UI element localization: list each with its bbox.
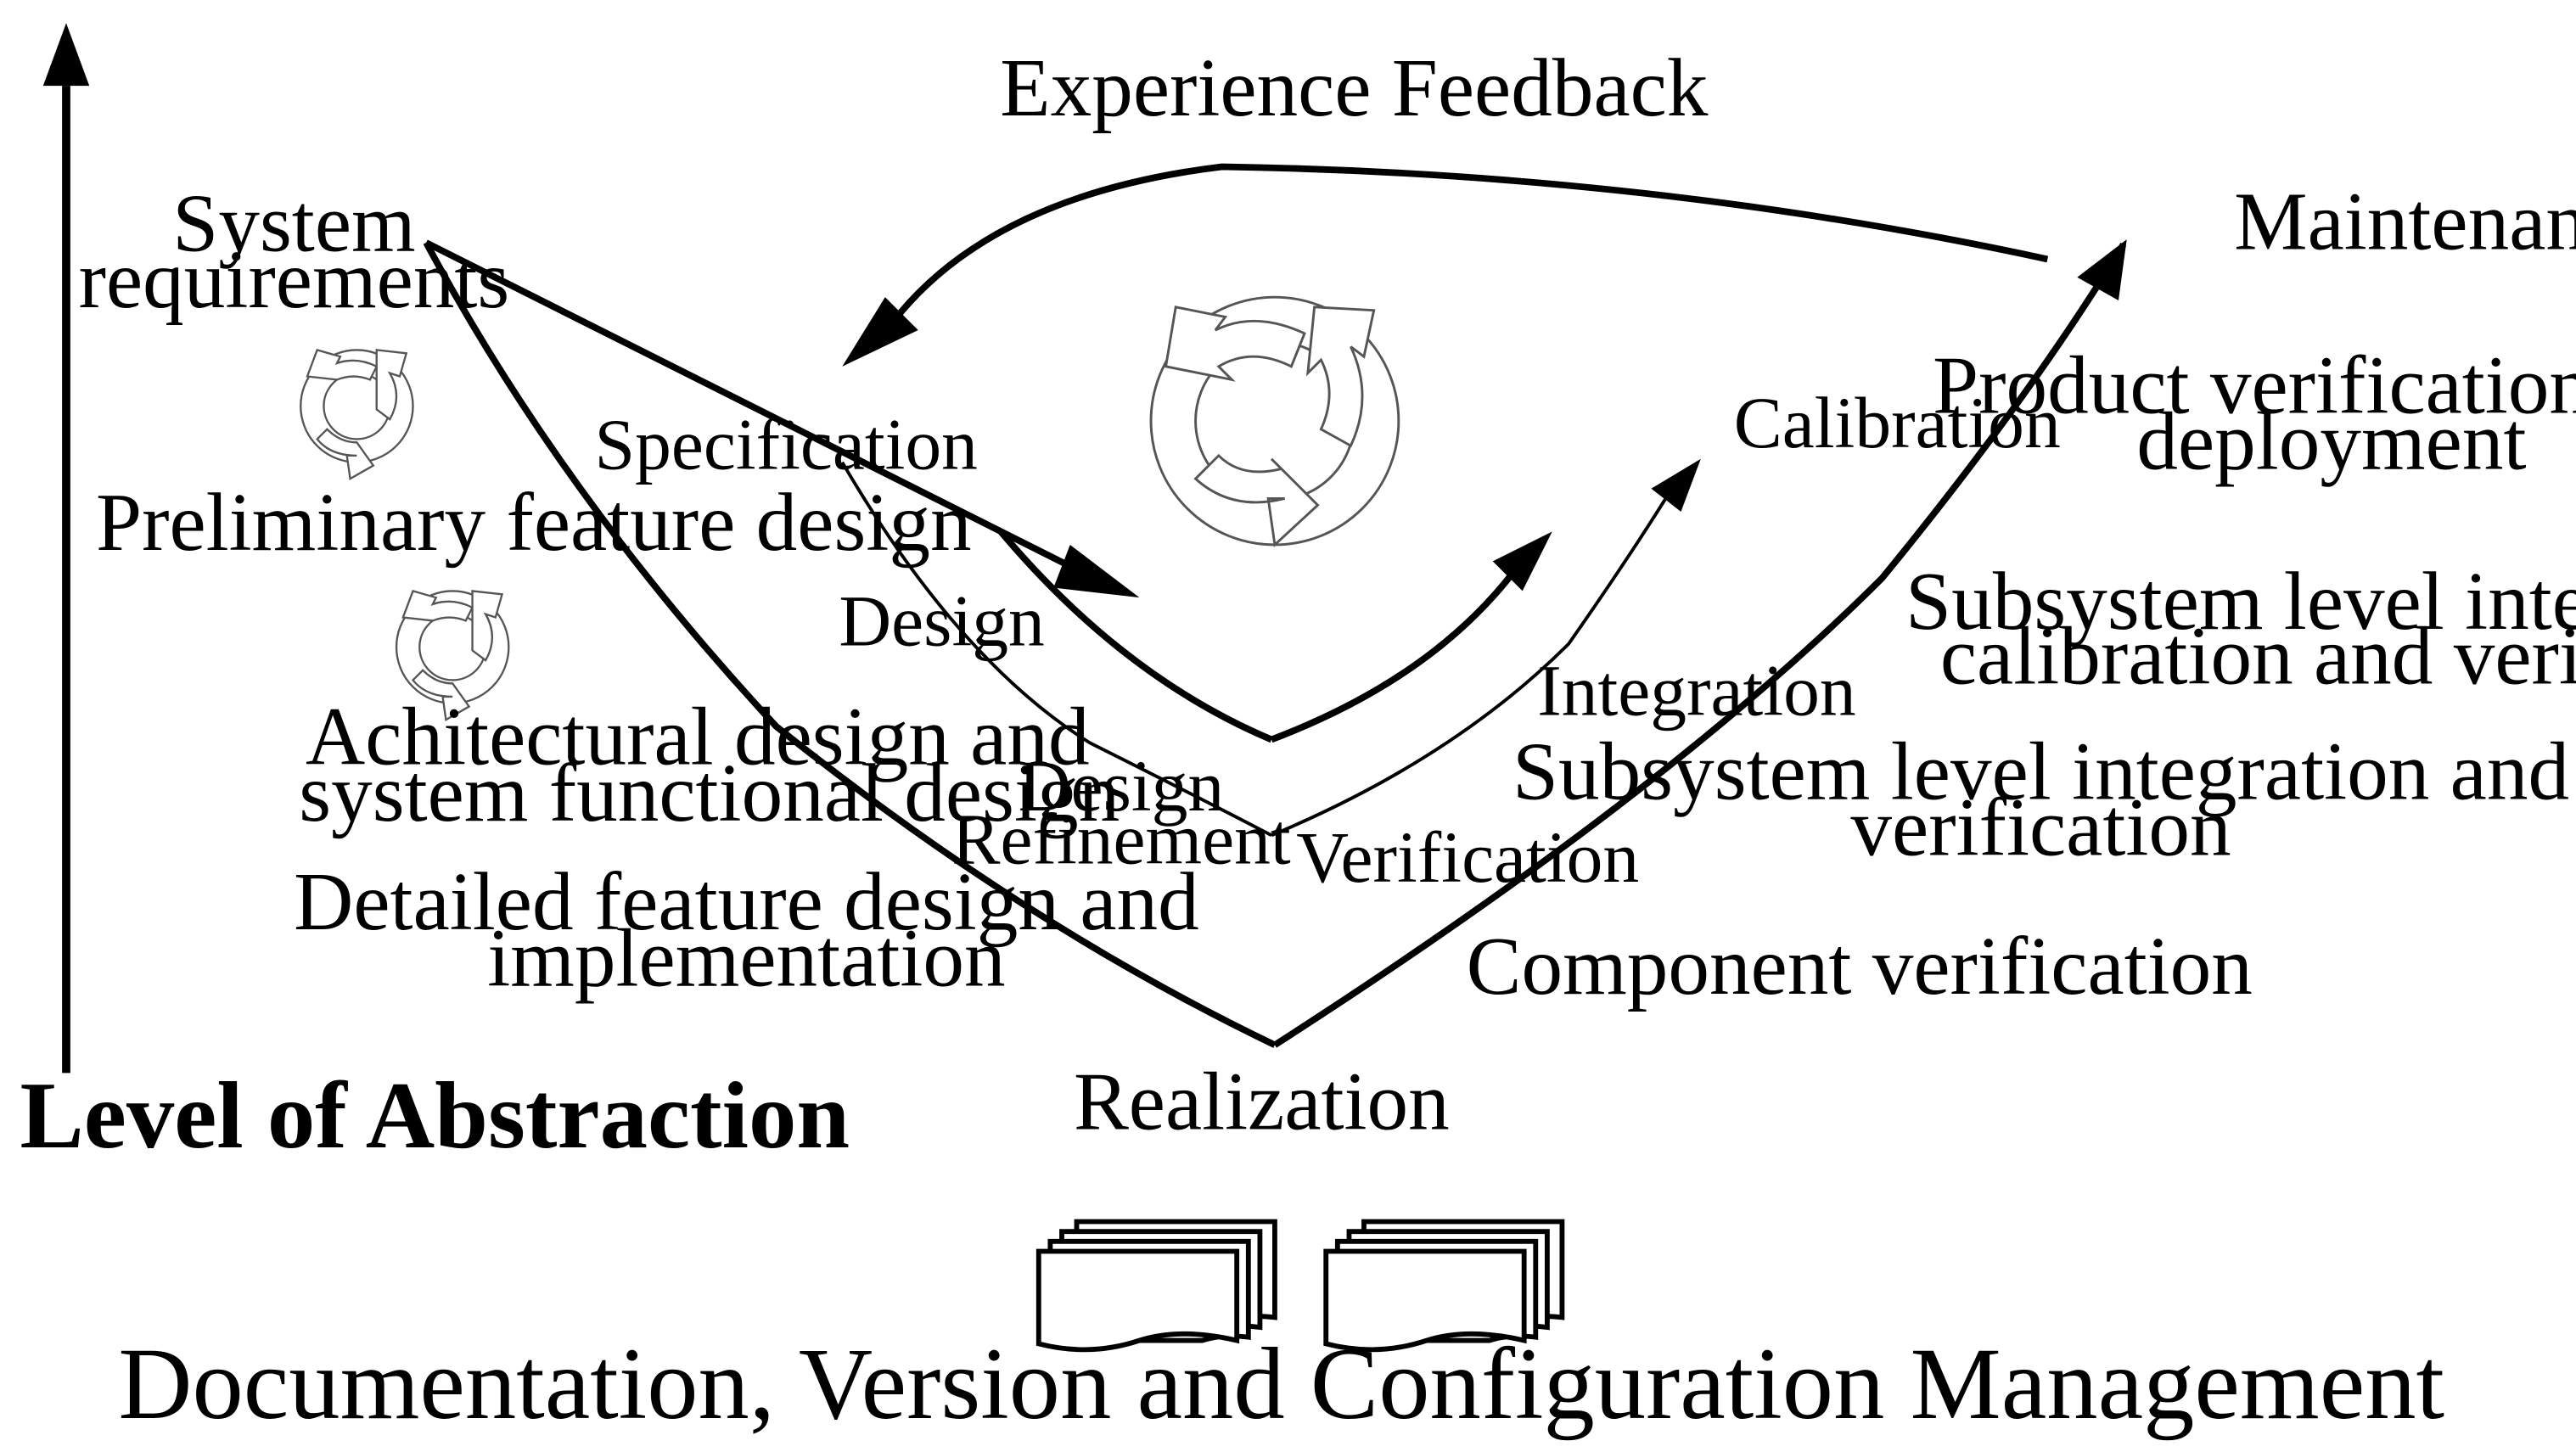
specification-arrowhead-icon (1053, 544, 1140, 598)
detailed-feature-design-label-2: implementation (487, 912, 1005, 1004)
specification-arrow (424, 239, 1140, 598)
inner-v (998, 529, 1552, 743)
axis-arrowhead-icon (42, 23, 90, 87)
subsystem-integration-test-label-1: Subsystem level integration test (1905, 556, 2576, 648)
verification-label: Verification (1296, 817, 1639, 898)
architectural-design-label-1: Achitectural design and (306, 692, 1090, 783)
preliminary-feature-design-label: Preliminary feature design (96, 477, 972, 569)
middle-v (840, 458, 1701, 838)
design-refinement-label-2: Refinement (951, 799, 1290, 879)
maintenance-arrowhead-icon (2077, 239, 2127, 301)
component-verification-label: Component verification (1467, 921, 2253, 1012)
cycle-icon-small-2 (395, 589, 510, 722)
product-verification-label-2: deployment (2136, 395, 2526, 487)
inner-arrowhead-icon (1492, 531, 1552, 591)
experience-feedback-arrow (842, 163, 2049, 367)
realization-label: Realization (1074, 1057, 1450, 1148)
architectural-design-label-2: system functional design (299, 748, 1120, 839)
experience-feedback-label: Experience Feedback (1000, 42, 1709, 134)
document-stack-icon-2 (1323, 1219, 1565, 1353)
subsystem-integration-label-1: Subsystem level integration and (1512, 726, 2569, 818)
system-requirements-label-1: System (172, 178, 415, 270)
cycle-icon-small-1 (300, 348, 414, 480)
subsystem-integration-label-2: verification (1850, 782, 2231, 874)
subsystem-integration-test-label-2: calibration and verification (1940, 610, 2576, 702)
feedback-arrowhead-icon (842, 297, 918, 367)
outer-v (423, 239, 2127, 1048)
design-label: Design (839, 581, 1044, 662)
system-requirements-label-2: requirements (79, 234, 510, 326)
detailed-feature-design-label-1: Detailed feature design and (294, 856, 1199, 948)
product-verification-label-1: Product verification and (1933, 339, 2576, 431)
document-stack-icon (1035, 1219, 1277, 1353)
axis-label: Level of Abstraction (20, 1062, 850, 1169)
maintenance-label: Maintenance (2234, 177, 2576, 268)
documentation-label: Documentation, Version and Configuration… (118, 1328, 2444, 1441)
cycle-icon (1149, 295, 1400, 547)
specification-label: Specification (594, 404, 978, 485)
abstraction-axis (42, 23, 90, 1074)
calibration-label: Calibration (1734, 383, 2061, 463)
integration-label: Integration (1537, 650, 1855, 731)
design-refinement-label-1: Design (1019, 746, 1224, 827)
calibration-arrowhead-icon (1651, 458, 1701, 513)
